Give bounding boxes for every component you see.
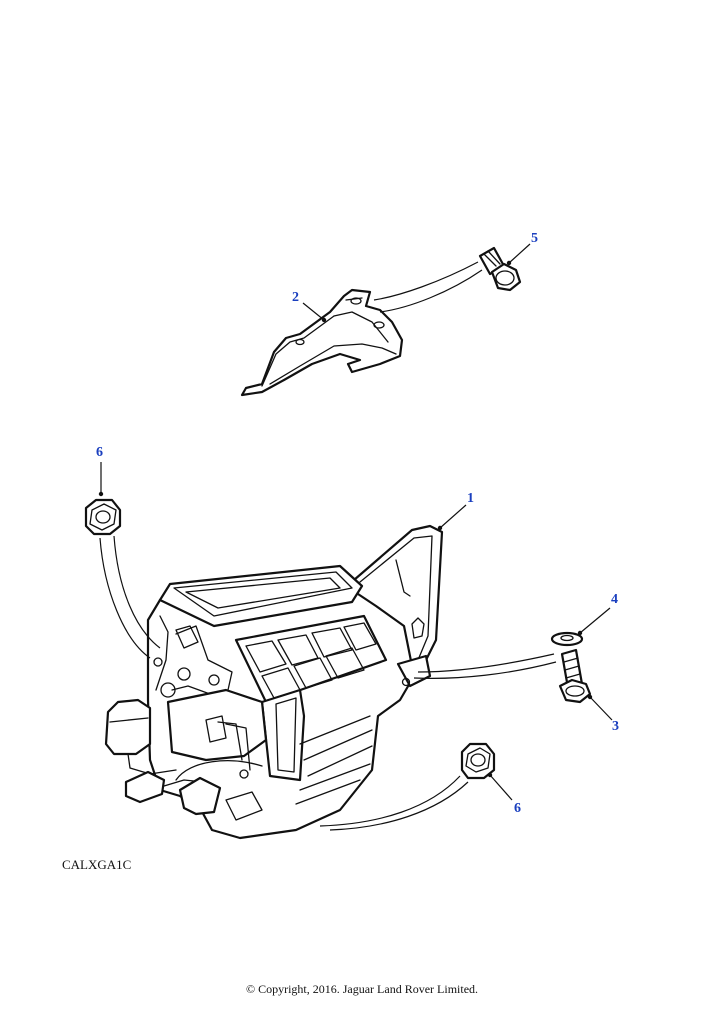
- callout-4: 4: [611, 592, 618, 607]
- bracket-part: [240, 288, 404, 397]
- callout-1: 1: [467, 491, 474, 506]
- callout-5: 5: [531, 231, 538, 246]
- callout-3: 3: [612, 719, 619, 734]
- leader-3-to-housing: [417, 653, 555, 673]
- flange-nut-part-6-lower: [460, 742, 496, 780]
- leader-6-lower-to-housing-2: [329, 781, 469, 831]
- bolt-part-5: [478, 246, 522, 292]
- heater-housing-assembly: [104, 524, 444, 840]
- callout-pointers: [98, 243, 613, 801]
- callout-2: 2: [292, 290, 299, 305]
- leader-6-upper-to-housing-2: [113, 535, 161, 649]
- leader-3-to-housing-2: [413, 661, 557, 679]
- leader-6-upper-to-housing: [99, 537, 151, 659]
- bolt-part-3: [558, 648, 592, 704]
- callout-6-lower: 6: [514, 801, 521, 816]
- leader-5-to-bracket-2: [379, 269, 483, 313]
- callout-6-upper: 6: [96, 445, 103, 460]
- leader-6-lower-to-housing: [319, 775, 461, 827]
- copyright-notice: © Copyright, 2016. Jaguar Land Rover Lim…: [245, 982, 479, 996]
- washer-part-4: [550, 631, 584, 647]
- leader-5-to-bracket: [373, 261, 479, 301]
- flange-nut-part-6-upper: [84, 498, 122, 536]
- drawing-code-label: CALXGA1C: [62, 857, 132, 872]
